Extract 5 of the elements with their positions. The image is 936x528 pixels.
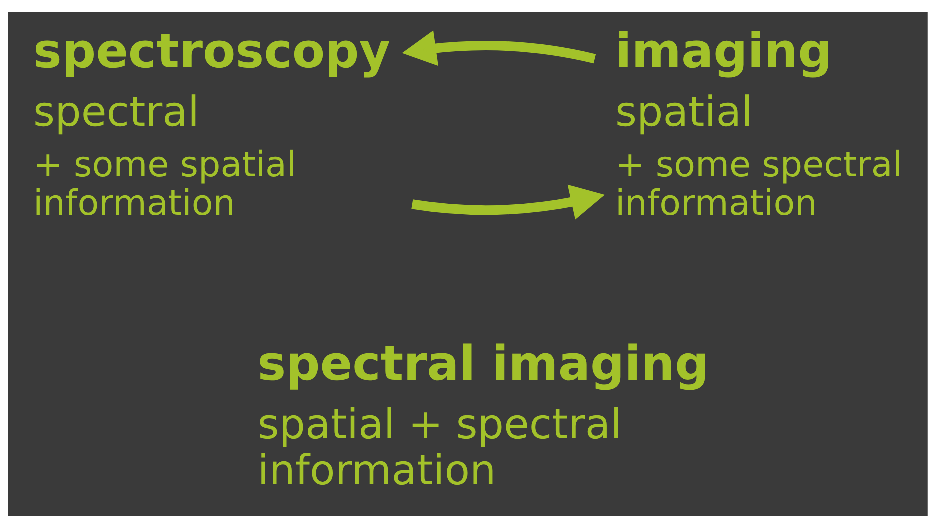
node-text: spectroscopy spectral + some spatial information xyxy=(34,24,390,224)
node-text: spectral imaging spatial + spectral information xyxy=(258,337,710,495)
node-text: imaging spatial + some spectral information xyxy=(615,24,903,224)
arrow xyxy=(402,30,596,66)
arrow xyxy=(412,184,605,220)
